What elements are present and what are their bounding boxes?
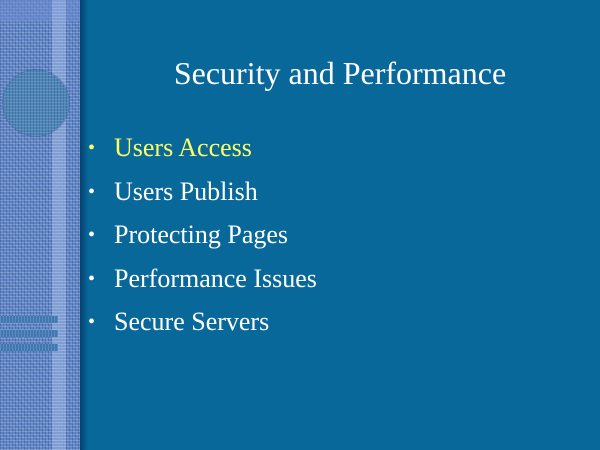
band-shadow <box>80 0 88 450</box>
bullet-text: Protecting Pages <box>114 220 289 249</box>
bullet-text: Users Access <box>114 133 252 162</box>
decorative-stripe <box>52 0 66 450</box>
bullet-dot-icon: • <box>88 180 96 203</box>
bullet-dot-icon: • <box>88 137 96 159</box>
bullet-item: • Performance Issues <box>88 259 317 303</box>
bullet-text: Users Publish <box>114 176 258 206</box>
bullet-dot-icon: • <box>88 311 96 333</box>
bullet-item: • Secure Servers <box>88 302 317 346</box>
decorative-bar <box>0 316 58 323</box>
decorative-circle <box>3 70 69 136</box>
decorative-top-bar <box>0 0 80 22</box>
bullet-item: • Users Publish <box>88 172 317 216</box>
bullet-item: • Protecting Pages <box>88 215 317 259</box>
decorative-bar <box>0 330 58 337</box>
decorative-band <box>0 0 80 450</box>
bullet-dot-icon: • <box>88 224 96 246</box>
bullet-dot-icon: • <box>88 267 96 290</box>
slide-title: Security and Performance <box>173 55 507 91</box>
decorative-bar <box>0 344 58 351</box>
bullet-text: Performance Issues <box>114 263 317 293</box>
bullet-list: • Users Access • Users Publish • Protecting… <box>88 128 317 346</box>
bullet-item: • Users Access <box>88 128 317 172</box>
bullet-text: Secure Servers <box>114 307 270 336</box>
